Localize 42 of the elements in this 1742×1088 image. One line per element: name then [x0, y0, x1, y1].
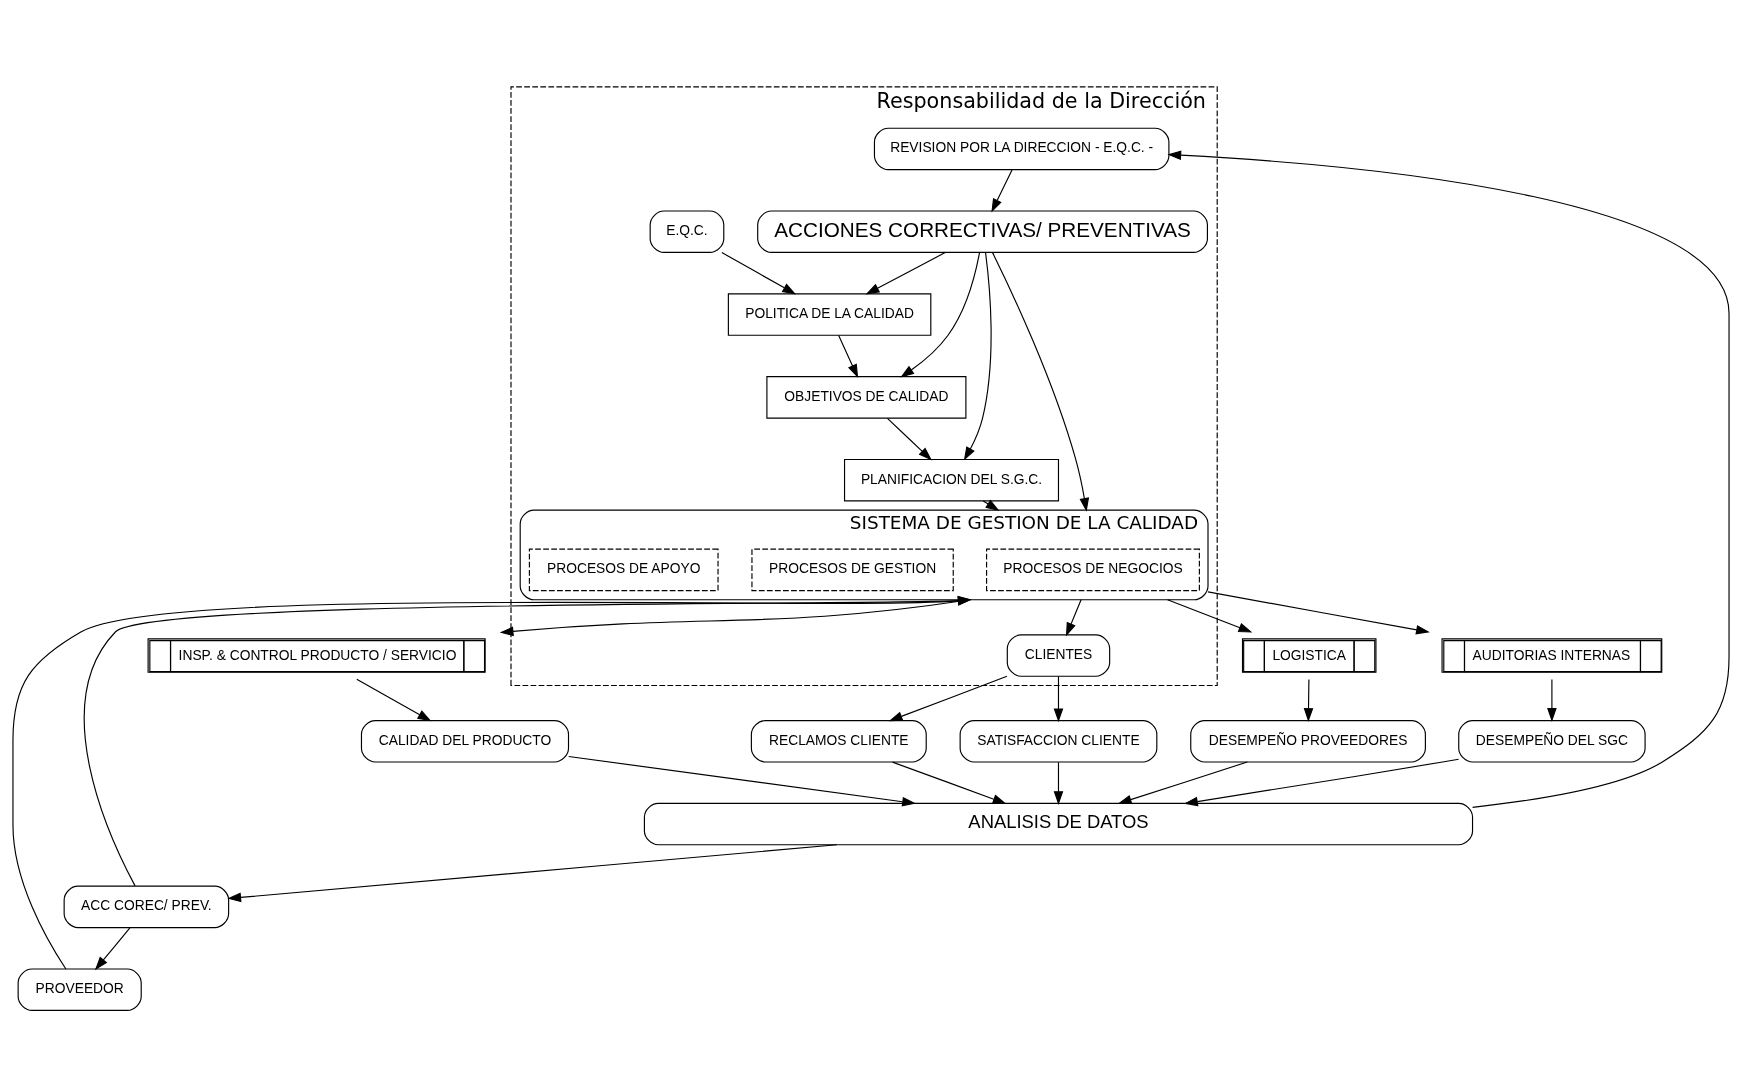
arrow: [1053, 675, 1064, 723]
arrow: [568, 755, 916, 807]
arrow: [838, 335, 859, 379]
node-box: PROVEEDOR: [17, 968, 142, 1011]
node-box: RECLAMOS CLIENTE: [750, 719, 927, 763]
node-box: DESEMPEÑO DEL SGC: [1458, 719, 1646, 763]
arrow: [227, 844, 838, 903]
node-box: DESEMPEÑO PROVEEDORES: [1190, 719, 1426, 763]
arrow: [94, 927, 131, 971]
node-box: ACC COREC/ PREV.: [63, 885, 230, 929]
arrow: [991, 169, 1013, 213]
node-box: ANALISIS DE DATOS: [643, 802, 1474, 846]
arrow: [721, 252, 797, 295]
arrow: [1065, 599, 1082, 637]
arrow: [891, 761, 1007, 804]
node-box: E.Q.C.: [649, 210, 725, 253]
arrow: [991, 252, 1090, 512]
node-box: PROCESOS DE APOYO: [528, 548, 719, 592]
node-box: SATISFACCION CLIENTE: [959, 719, 1158, 763]
arrow: [1166, 599, 1253, 633]
node-box: ACCIONES CORRECTIVAS/ PREVENTIVAS: [757, 210, 1208, 253]
arrow: [865, 252, 946, 295]
arrow: [1547, 678, 1557, 722]
node-box: POLITICA DE LA CALIDAD: [727, 293, 932, 336]
arrow: [900, 252, 981, 378]
node-box: CALIDAD DEL PRODUCTO: [360, 719, 570, 763]
arrow: [1303, 678, 1314, 722]
node-box: PROCESOS DE NEGOCIOS: [986, 548, 1200, 592]
arrow: [1117, 761, 1248, 805]
arrow: [886, 417, 932, 461]
node-box: OBJETIVOS DE CALIDAD: [766, 376, 967, 419]
arrow: [1184, 758, 1460, 807]
arrow: [963, 252, 992, 461]
arrow: [1207, 591, 1430, 635]
arrow: [888, 675, 1008, 722]
arrow: [356, 678, 432, 722]
arrow: [1167, 150, 1730, 808]
node-box: CLIENTES: [1006, 634, 1111, 677]
node-box: PLANIFICACION DEL S.G.C.: [843, 458, 1060, 502]
node-box: REVISION POR LA DIRECCION - E.Q.C. -: [873, 127, 1170, 171]
node-box: PROCESOS DE GESTION: [751, 548, 954, 592]
arrow: [1053, 761, 1064, 805]
